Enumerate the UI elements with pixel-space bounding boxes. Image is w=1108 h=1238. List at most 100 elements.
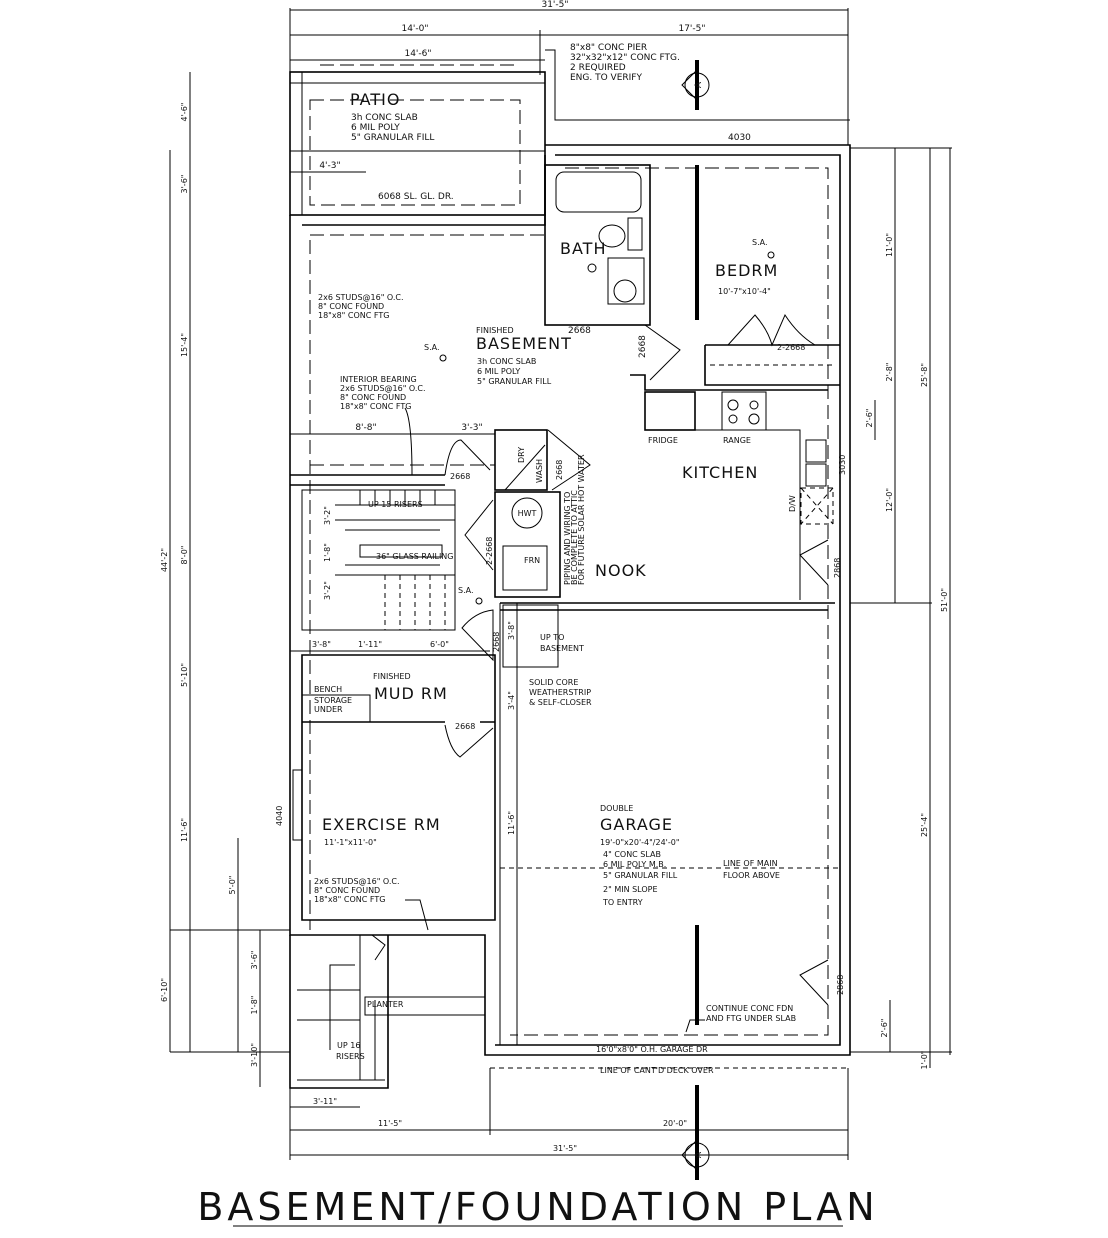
stairs-up-label: UP 15 RISERS [368, 500, 423, 509]
nook-label: NOOK [595, 561, 647, 580]
window-kitchen-label: 3030 [838, 455, 847, 475]
dim-bottom-overall: 31'-5" [553, 1144, 577, 1153]
dim-right-door: 2'-6" [880, 1019, 889, 1038]
main-floor-note: LINE OF MAIN [723, 859, 778, 868]
furnace-label: FRN [524, 556, 540, 565]
door-tag: 2868 [833, 558, 842, 578]
pier-note-line: 32"x32"x12" CONC FTG. [570, 53, 680, 63]
patio-note: 6 MIL POLY [351, 123, 400, 133]
bearing-note: 2x6 STUDS@16" O.C. [340, 384, 426, 393]
wall-note: 18"x8" CONC FTG [314, 895, 385, 904]
dryer-label: DRY [517, 447, 526, 463]
door-tag: 2668 [492, 632, 501, 652]
finished-basement: 2x6 STUDS@16" O.C. 8" CONC FOUND 18"x8" … [290, 293, 571, 486]
continue-fdn-note: CONTINUE CONC FDN [706, 1004, 793, 1013]
dim-right-upper: 25'-8" [920, 363, 929, 387]
dim-stair-h1: 3'-2" [323, 506, 332, 525]
section-marker-top: A [681, 60, 710, 110]
section-marker-label: A [694, 1151, 704, 1158]
door-tag: 2668 [568, 326, 591, 336]
bench-note: STORAGE [314, 696, 352, 705]
exercise-room: 4040 EXERCISE RM 11'-1"x11'-0" 2x6 STUDS… [275, 769, 441, 931]
bench-note: UNDER [314, 705, 343, 714]
hot-water-tank-label: HWT [518, 509, 537, 518]
garage-note: 6 MIL POLY M.B. [603, 860, 666, 869]
exercise-room-label: EXERCISE RM [322, 815, 441, 834]
bearing-note: INTERIOR BEARING [340, 375, 417, 384]
right-dimensions: 11'-0" 2'-8" 12'-0" 2'-6" 25'-8" 25'-4" … [850, 147, 952, 1070]
pier-note-line: ENG. TO VERIFY [570, 73, 642, 83]
garage-label: GARAGE [600, 815, 673, 834]
planter-label: PLANTER [367, 1000, 404, 1009]
wall-note: 8" CONC FOUND [318, 302, 384, 311]
ext-stairs-label: UP 16 [337, 1041, 360, 1050]
dim-left-6: 11'-6" [180, 818, 189, 842]
bottom-dimensions: 11'-5" 20'-0" 31'-5" [289, 1068, 849, 1160]
smoke-alarm-label: S.A. [752, 238, 768, 247]
solar-note: PIPING AND WIRING TO [563, 492, 572, 585]
dim-left-overall: 44'-2" [160, 548, 169, 572]
continue-fdn-note: AND FTG UNDER SLAB [706, 1014, 796, 1023]
dim-patio-width: 14'-6" [404, 49, 431, 59]
solar-note: BE COMPLETE TO ATTIC [570, 490, 579, 585]
door-spec-note: WEATHERSTRIP [529, 688, 591, 697]
smoke-alarm-label: S.A. [458, 586, 474, 595]
door-tag: 2668 [455, 722, 475, 731]
dim-right-deck: 1'-0" [920, 1051, 929, 1070]
dim-garage-entry-h1: 3'-8" [507, 621, 516, 640]
patio: PATIO 3h CONC SLAB 6 MIL POLY 5" GRANULA… [289, 64, 546, 216]
dim-garage-entry-h2: 3'-4" [507, 691, 516, 710]
range-label: RANGE [723, 436, 751, 445]
bath-label: BATH [560, 239, 606, 258]
smoke-alarm-label: S.A. [424, 343, 440, 352]
bearing-note: 8" CONC FOUND [340, 393, 406, 402]
dim-garage-left-h: 11'-6" [507, 811, 516, 835]
dim-ext-stair-width: 3'-11" [313, 1097, 337, 1106]
garage: UP TO BASEMENT SOLID CORE WEATHERSTRIP &… [490, 602, 850, 1075]
window-top-label: 4030 [728, 133, 751, 143]
dim-stair-right-gap: 3'-3" [461, 423, 482, 433]
glass-railing-label: 36" GLASS RAILING [376, 552, 453, 561]
ext-stairs-label: RISERS [336, 1052, 365, 1061]
mud-room-prefix: FINISHED [373, 672, 411, 681]
drawing-title: BASEMENT/FOUNDATION PLAN [197, 1185, 878, 1229]
dim-right-3: 12'-0" [885, 488, 894, 512]
pier-note-line: 8"x8" CONC PIER [570, 43, 647, 53]
garage-note: TO ENTRY [602, 898, 643, 907]
wall-note: 8" CONC FOUND [314, 886, 380, 895]
door-spec-note: SOLID CORE [529, 678, 578, 687]
wall-note: 18"x8" CONC FTG [318, 311, 389, 320]
bearing-note: 18"x8" CONC FTG [340, 402, 411, 411]
garage-note: 2" MIN SLOPE [603, 885, 658, 894]
bedroom-label: BEDRM [715, 261, 778, 280]
dim-right-lower: 25'-4" [920, 813, 929, 837]
bench-note: BENCH [314, 685, 342, 694]
interior-stair: UP 15 RISERS 36" GLASS RAILING 3'-2" 1'-… [290, 489, 490, 652]
door-tag: 2-2668 [777, 343, 805, 352]
dim-left-window: 5'-0" [228, 876, 237, 895]
dim-left-2: 3'-6" [180, 175, 189, 194]
dim-stair-w1: 3'-8" [312, 640, 331, 649]
door-tag: 2-2668 [485, 537, 494, 565]
basement-note: 5" GRANULAR FILL [477, 377, 552, 386]
dim-bottom-right: 20'-0" [663, 1119, 687, 1128]
laundry-mechanical: DRY WASH 2668 HWT FRN 2-2668 PIPING AND … [464, 429, 591, 598]
door-tag: 2868 [836, 975, 845, 995]
door-tag: 2668 [555, 460, 564, 480]
main-floor-note: FLOOR ABOVE [723, 871, 780, 880]
dim-left-5: 5'-10" [180, 663, 189, 687]
garage-prefix: DOUBLE [600, 804, 633, 813]
door-tag: 2668 [450, 472, 470, 481]
section-marker-label: A [694, 81, 704, 88]
patio-door-label: 6068 SL. GL. DR. [378, 192, 454, 202]
garage-size: 19'-0"x20'-4"/24'-0" [600, 838, 680, 847]
dim-stair-w3: 6'-0" [430, 640, 449, 649]
dim-ext-stair-3: 3'-10" [250, 1043, 259, 1067]
dim-stair-h2: 1'-8" [323, 543, 332, 562]
dim-ext-stair-2: 1'-8" [250, 996, 259, 1015]
kitchen-label: KITCHEN [682, 463, 758, 482]
pier-note: 8"x8" CONC PIER 32"x32"x12" CONC FTG. 2 … [545, 43, 850, 121]
dim-ext-stair-overall: 6'-10" [160, 978, 169, 1002]
bedroom-size: 10'-7"x10'-4" [718, 287, 771, 296]
